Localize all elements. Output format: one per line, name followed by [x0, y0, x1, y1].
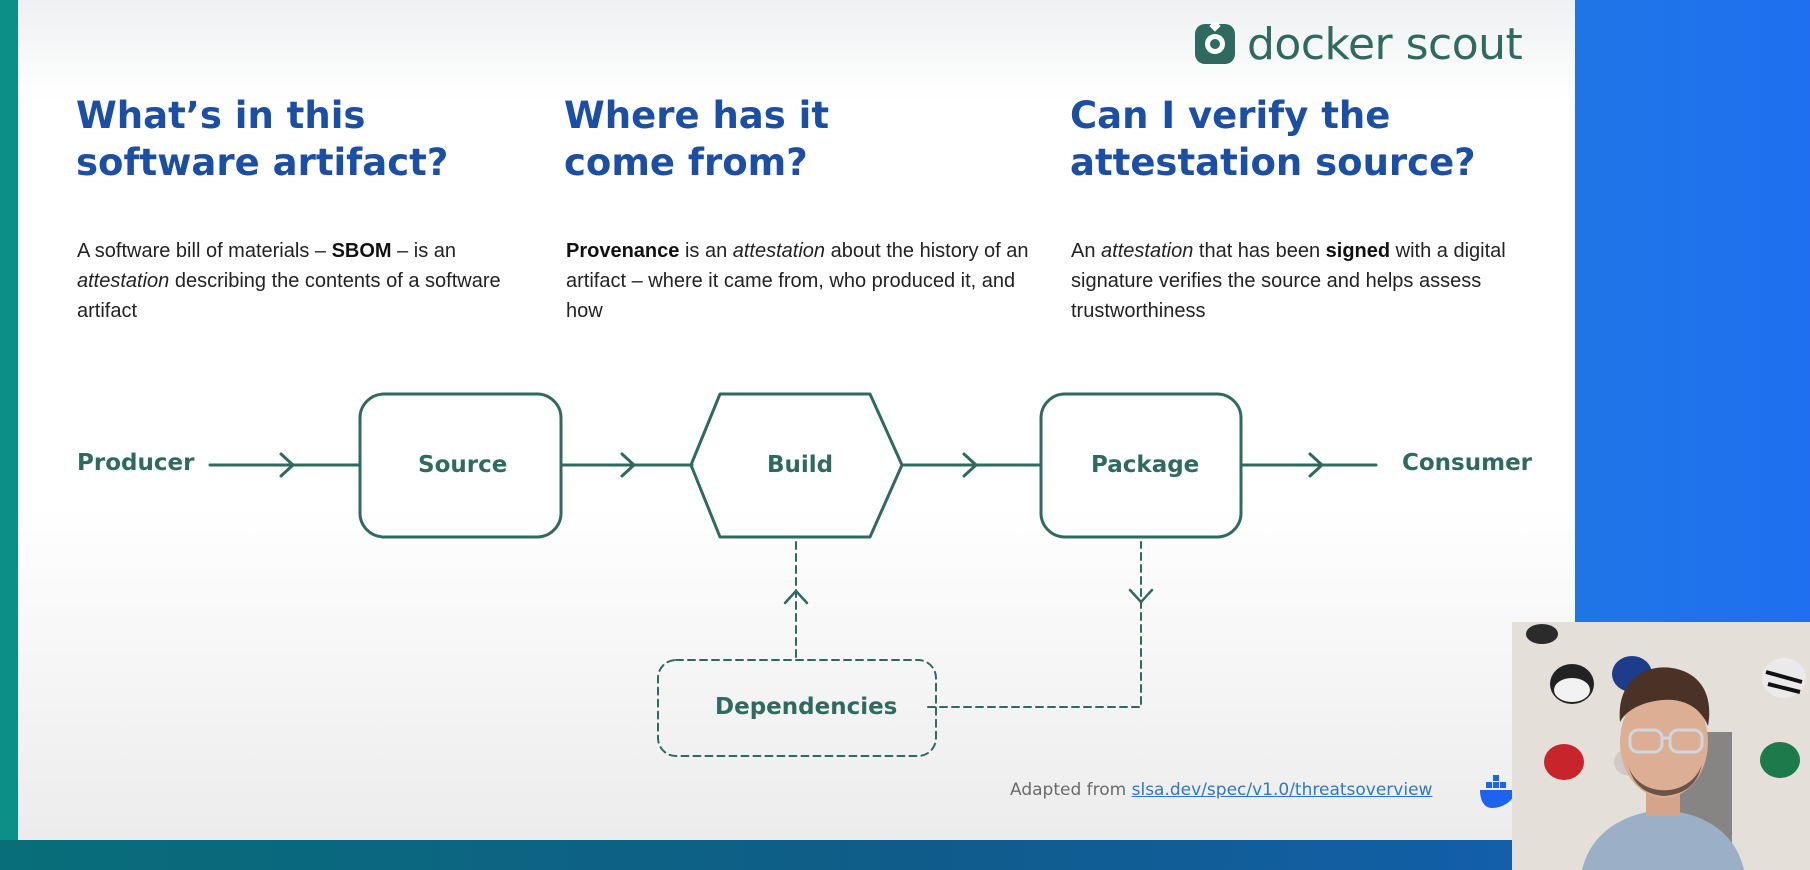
presenter-webcam: [1512, 622, 1810, 870]
presenter-face: [1620, 686, 1708, 798]
dependencies-box: [657, 659, 937, 757]
attribution-prefix: Adapted from: [1010, 780, 1132, 800]
desc-run: attestation: [1101, 240, 1194, 262]
slsa-link[interactable]: slsa.dev/spec/v1.0/threatsoverview: [1131, 780, 1433, 800]
desc-run: describing the contents of a software ar…: [77, 270, 501, 322]
background-strip: [0, 840, 1810, 870]
presentation-slide: docker scout What’s in this software art…: [18, 0, 1575, 840]
heading-software-artifact: What’s in this software artifact?: [76, 94, 449, 184]
dependencies-label: Dependencies: [715, 694, 898, 720]
desc-run: with a digital signature verifies the so…: [1071, 240, 1506, 322]
dependency-line-package: [927, 541, 1142, 708]
docker-scout-brand: docker scout: [1193, 14, 1523, 74]
arrowhead-dep-to-build: [783, 589, 809, 605]
heading-origin: Where has it come from?: [564, 94, 830, 184]
desc-run: about the history of an artifact – where…: [566, 240, 1029, 322]
docker-scout-logo-icon: [1195, 22, 1235, 64]
brand-name: docker scout: [1247, 18, 1523, 70]
desc-run: – is an: [391, 240, 457, 262]
package-box: [1039, 392, 1243, 539]
arrowhead-producer-source: [279, 452, 295, 478]
desc-run: A software bill of materials –: [77, 240, 332, 262]
desc-run: An: [1071, 240, 1102, 262]
desc-run: attestation: [77, 270, 170, 292]
supply-chain-diagram: [208, 392, 1378, 757]
presenter-video-feed: [1512, 622, 1810, 870]
source-label: Source: [418, 452, 508, 478]
heading-verify-source: Can I verify the attestation source?: [1070, 94, 1476, 184]
desc-signed-attestation: An attestation that has been signed with…: [1071, 236, 1521, 326]
build-label: Build: [767, 452, 834, 478]
arrowhead-package-consumer: [1308, 452, 1324, 478]
desc-run: Provenance: [566, 240, 680, 262]
producer-label: Producer: [77, 450, 195, 476]
docker-whale-icon: [1480, 775, 1517, 808]
desc-run: that has been: [1193, 240, 1326, 262]
package-label: Package: [1091, 452, 1200, 478]
consumer-label: Consumer: [1402, 450, 1533, 476]
source-box: [358, 392, 563, 539]
build-hexagon: [689, 392, 904, 539]
arrowhead-dep-to-package: [1128, 588, 1154, 604]
attribution: Adapted from slsa.dev/spec/v1.0/threatso…: [1010, 780, 1432, 800]
desc-sbom: A software bill of materials – SBOM – is…: [77, 236, 547, 326]
desc-run: is an: [679, 240, 733, 262]
desc-provenance: Provenance is an attestation about the h…: [566, 236, 1036, 326]
desc-run: SBOM: [331, 240, 392, 262]
arrowhead-build-package: [962, 452, 978, 478]
arrowhead-source-build: [620, 452, 636, 478]
desc-run: signed: [1325, 240, 1391, 262]
presenter-hair: [1619, 667, 1710, 726]
desc-run: attestation: [732, 240, 826, 262]
presenter-shirt: [1582, 810, 1744, 870]
